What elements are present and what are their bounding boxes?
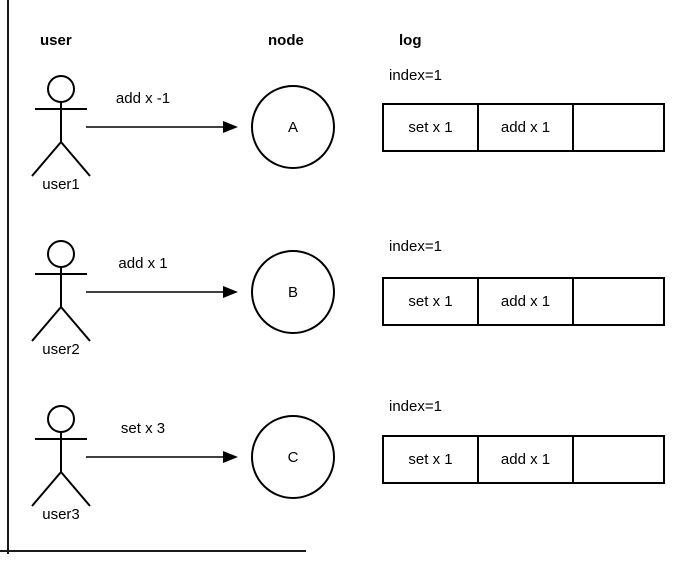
command-label: add x -1 xyxy=(115,90,171,107)
column-header-log: log xyxy=(399,32,422,49)
diagram-row-user2: add x 1 B user2 index=1 set x 1 add x 1 xyxy=(0,225,691,403)
page-left-border xyxy=(7,0,9,554)
stick-figure-icon xyxy=(31,405,91,507)
diagram-canvas: user node log add x -1 A user1 index=1 s… xyxy=(0,0,691,554)
log-cell-empty xyxy=(574,279,663,324)
command-label: set x 3 xyxy=(120,420,166,437)
log-cell: set x 1 xyxy=(384,105,479,150)
arrow-icon xyxy=(86,451,238,463)
log-index-label: index=1 xyxy=(389,398,442,415)
log-cell: add x 1 xyxy=(479,437,574,482)
node-shape: B xyxy=(251,250,335,334)
log-cell: add x 1 xyxy=(479,279,574,324)
node-label: C xyxy=(287,448,299,466)
stick-figure-icon xyxy=(31,75,91,177)
user-label: user3 xyxy=(42,506,80,523)
log-index-label: index=1 xyxy=(389,67,442,84)
log-table: set x 1 add x 1 xyxy=(382,277,665,326)
log-cell-empty xyxy=(574,105,663,150)
user-label: user1 xyxy=(42,176,80,193)
column-header-node: node xyxy=(268,32,304,49)
log-cell-empty xyxy=(574,437,663,482)
column-header-user: user xyxy=(40,32,72,49)
log-table: set x 1 add x 1 xyxy=(382,435,665,484)
node-label: A xyxy=(287,118,298,136)
node-label: B xyxy=(287,283,298,301)
log-cell: add x 1 xyxy=(479,105,574,150)
page-bottom-border xyxy=(0,550,306,552)
log-cell: set x 1 xyxy=(384,437,479,482)
command-label: add x 1 xyxy=(118,255,168,272)
node-shape: C xyxy=(251,415,335,499)
stick-figure-icon xyxy=(31,240,91,342)
log-cell: set x 1 xyxy=(384,279,479,324)
arrow-icon xyxy=(86,286,238,298)
node-shape: A xyxy=(251,85,335,169)
diagram-row-user3: set x 3 C user3 index=1 set x 1 add x 1 xyxy=(0,390,691,568)
log-index-label: index=1 xyxy=(389,238,442,255)
log-table: set x 1 add x 1 xyxy=(382,103,665,152)
user-label: user2 xyxy=(42,341,80,358)
diagram-row-user1: add x -1 A user1 index=1 set x 1 add x 1 xyxy=(0,60,691,238)
arrow-icon xyxy=(86,121,238,133)
